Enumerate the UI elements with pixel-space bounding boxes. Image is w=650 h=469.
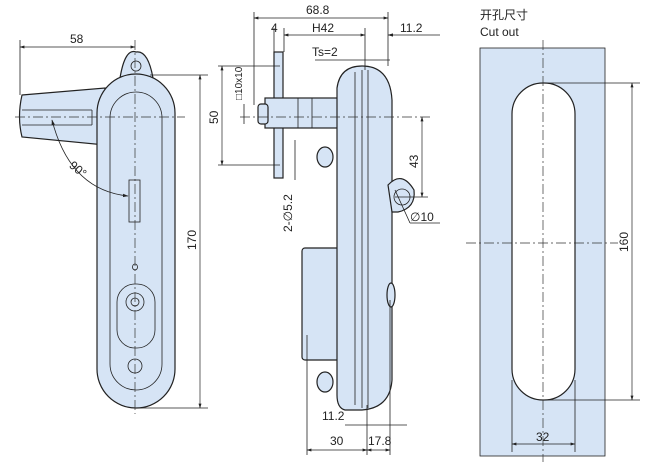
cutout-height: 160 — [617, 232, 631, 252]
shaft — [264, 97, 346, 129]
cutout-title-cn: 开孔尺寸 — [480, 8, 528, 22]
dim-eye-offset: 43 — [407, 154, 421, 168]
dim-holes: 2-∅5.2 — [281, 194, 295, 232]
cutout-width: 32 — [536, 430, 550, 444]
dim-hole-spacing: 50 — [207, 110, 221, 124]
lower-housing — [301, 247, 343, 361]
dim-plate: 4 — [271, 21, 278, 35]
dim-square: □10x10 — [234, 66, 245, 100]
dim-eye-dia: ∅10 — [410, 210, 434, 224]
keyhole-recess — [116, 283, 156, 349]
side-view: 68.8 4 H42 11.2 Ts=2 50 □10x10 2-∅5.2 43… — [207, 3, 440, 455]
screw-bottom — [316, 371, 334, 393]
cutout-view: 开孔尺寸 Cut out 160 32 — [466, 8, 640, 462]
side-body — [336, 65, 393, 411]
dim-h: H42 — [312, 21, 334, 35]
slot — [128, 179, 141, 223]
dim-bottom-30: 30 — [330, 434, 344, 448]
dim-top-offset: 11.2 — [400, 21, 423, 35]
cutout-title-en: Cut out — [480, 25, 519, 39]
dim-ts: Ts=2 — [312, 45, 338, 59]
dim-bottom-17: 17.8 — [368, 434, 392, 448]
top-ear — [119, 50, 154, 79]
screw-top — [316, 146, 334, 168]
front-view: 90° 58 170 — [15, 32, 208, 414]
dim-height-label: 170 — [185, 230, 199, 250]
dim-total-depth: 68.8 — [306, 3, 330, 17]
inner-recess — [109, 91, 163, 391]
dim-bottom-offset: 11.2 — [322, 409, 345, 423]
dim-width-label: 58 — [70, 32, 84, 46]
lock-body — [96, 73, 176, 409]
cutout-slot — [511, 82, 576, 401]
